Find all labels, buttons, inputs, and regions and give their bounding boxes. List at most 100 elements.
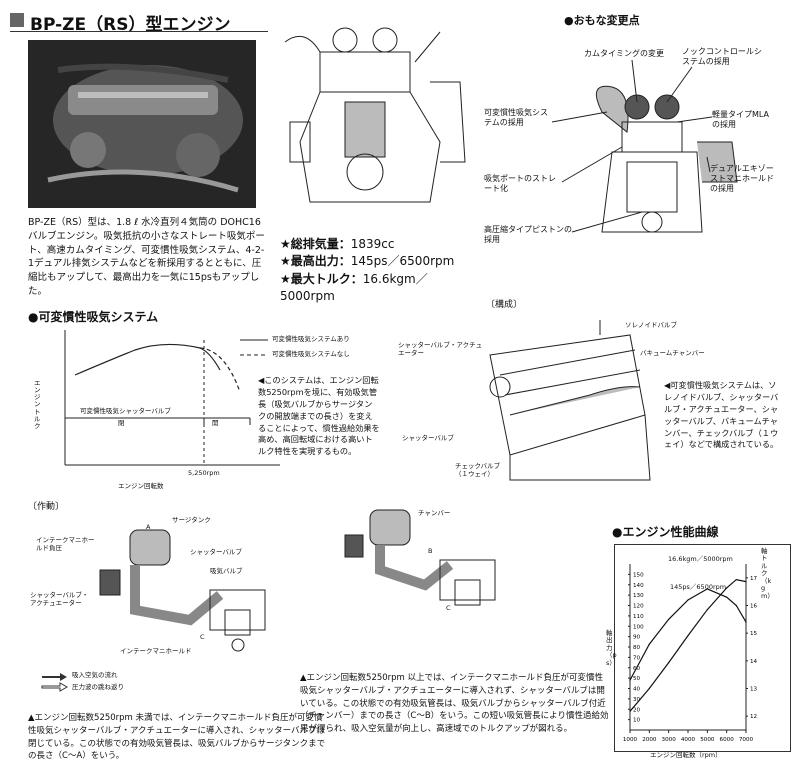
perf-power-point (735, 578, 737, 581)
op-letter-c2: C (446, 604, 451, 612)
perf-y-tick-label: 120 (633, 604, 644, 610)
perf-power-point (648, 687, 650, 690)
config-label-solenoid: ソレノイドバルブ (625, 321, 677, 329)
perf-power-point (706, 609, 708, 611)
vis-torque-chart (64, 330, 280, 466)
perf-torque-point (648, 643, 650, 645)
vis-title: ●可変慣性吸気システム (28, 310, 159, 324)
operation-caption-closed: ▲エンジン回転数5250rpm 未満では、インテークマニホールド負圧が可変慣性吸… (28, 713, 326, 762)
op-label-manifold-vacuum: インテークマニホールド負圧 (36, 536, 95, 552)
spec-max-power: ★最高出力：145ps／6500rpm (280, 254, 455, 269)
op-label-intake-manifold: インテークマニホールド (120, 647, 192, 655)
vis-valve-label: 可変慣性吸気シャッターバルブ (80, 407, 171, 415)
op-letter-b: B (428, 547, 433, 555)
perf-y-tick-label: 100 (633, 624, 644, 630)
config-label-vacuum-chamber: バキュームチャンバー (640, 349, 705, 357)
changes-diagram (595, 85, 738, 233)
vis-state-closed: 閉 (118, 419, 125, 427)
perf-x-tick-label: 6000 (720, 737, 735, 743)
perf-left-axis-label: 軸出力（ps） (606, 629, 617, 667)
perf-torque-point (726, 596, 728, 598)
perf-torque-point (735, 604, 737, 607)
perf-y2-tick-label: 13 (750, 687, 758, 693)
perf-x-tick-label: 2000 (642, 737, 657, 743)
perf-x-tick-label: 1000 (623, 737, 638, 743)
config-description: ◀可変慣性吸気システムは、ソレノイドバルブ、シャッターバルブ・アクチュエーター、… (664, 380, 779, 450)
vis-xlabel: エンジン回転数 (118, 482, 164, 490)
change-label-dual-exhaust: デュアルエキゾーストマニホールドの採用 (710, 164, 774, 193)
vis-legend-lines (240, 339, 268, 356)
change-label-knock-control: ノックコントロールシステムの採用 (682, 47, 762, 66)
perf-chart-box (614, 544, 791, 752)
config-diagram (489, 320, 651, 481)
engine-photo (28, 40, 256, 208)
vis-state-open: 開 (212, 419, 219, 427)
perf-y2-tick-label: 12 (750, 714, 757, 720)
operation-diagram-closed (99, 529, 266, 652)
perf-power-point (668, 661, 670, 664)
perf-y-tick-label: 10 (633, 718, 641, 724)
perf-x-tick-label: 3000 (662, 737, 677, 743)
engine-photo-illustration (28, 40, 256, 208)
perf-power-point (726, 587, 728, 589)
header: BP-ZE（RS）型エンジン (10, 10, 268, 35)
perf-torque-annot: 16.6kgm／5000rpm (668, 555, 733, 563)
perf-y-tick-label: 140 (633, 583, 644, 589)
perf-y-tick-label: 130 (633, 593, 644, 599)
op-label-intake-valve: 吸気バルブ (210, 567, 243, 575)
flow-legend-arrows (41, 673, 69, 692)
changes-title: ●おもな変更点 (564, 14, 640, 27)
title-rule (10, 31, 268, 32)
changes-leader-lines (551, 59, 713, 233)
perf-y2-tick-label: 17 (750, 576, 758, 582)
change-label-cam-timing: カムタイミングの変更 (584, 49, 664, 58)
change-label-variable-inertia: 可変慣性吸気システムの採用 (484, 108, 548, 127)
spec-max-torque: ★最大トルク：16.6kgm／5000rpm (280, 271, 428, 304)
engine-cutaway-drawing (284, 27, 466, 203)
perf-y2-tick-label: 15 (750, 631, 758, 637)
vis-legend-off: 可変慣性吸気システムなし (272, 350, 350, 358)
specs: ★総排気量：1839cc ★最高出力：145ps／6500rpm ★最大トルク：… (280, 236, 480, 303)
change-label-high-compression-piston: 高圧縮タイプピストンの採用 (484, 225, 572, 244)
perf-power-point (629, 710, 631, 712)
op-letter-c1: C (200, 633, 205, 641)
perf-y-tick-label: 90 (633, 635, 641, 641)
op-letter-a: A (146, 523, 151, 531)
changes-section: ●おもな変更点 カムタイミングの変更 ノックコントロールシステムの採用 可変慣性… (482, 12, 782, 262)
config-label-check-valve: チェックバルブ（１ウェイ） (455, 462, 501, 478)
perf-x-tick-label: 4000 (681, 737, 696, 743)
perf-torque-point (687, 599, 689, 601)
op-label-shutter-valve: シャッターバルブ (190, 548, 242, 556)
perf-torque-point (668, 618, 670, 620)
perf-power-point (687, 634, 689, 637)
perf-y-tick-label: 70 (633, 655, 641, 661)
perf-power-point (745, 581, 747, 583)
op-label-surge-tank: サージタンク (172, 516, 211, 524)
perf-torque-point (745, 621, 747, 623)
title-square-icon (10, 13, 24, 27)
operation-diagram-open (344, 509, 496, 606)
page-title: BP-ZE（RS）型エンジン (30, 15, 231, 35)
change-label-mla: 軽量タイプMLAの採用 (712, 110, 770, 129)
perf-title: ●エンジン性能曲線 (612, 525, 719, 539)
perf-y-tick-label: 30 (633, 697, 641, 703)
perf-torque-point (706, 588, 708, 590)
vis-rpm-label: 5,250rpm (188, 469, 220, 477)
flow-legend-pressure: 圧力波の跳ね返り (72, 683, 124, 691)
vis-description: ◀このシステムは、エンジン回転数5250rpmを境に、有効吸気管長（吸気バルブか… (258, 375, 380, 457)
perf-y2-tick-label: 16 (750, 604, 758, 610)
perf-y-tick-label: 150 (633, 572, 644, 578)
config-label-shutter-valve: シャッターバルブ (402, 434, 454, 442)
operation-title: 〔作動〕 (28, 502, 65, 512)
perf-right-axis-label: 軸トルク（kgm） (761, 547, 774, 600)
perf-torque-point (629, 679, 631, 681)
perf-power-line (629, 578, 747, 712)
intro-text: BP-ZE（RS）型は、1.8 ℓ 水冷直列４気筒の DOHC16バルブエンジン… (28, 217, 265, 297)
op-label-actuator: シャッターバルブ・アクチュエーター (30, 591, 89, 607)
perf-torque-line (629, 588, 747, 681)
vis-legend-on: 可変慣性吸気システムあり (272, 335, 350, 343)
perf-xlabel: エンジン回転数（rpm） (650, 751, 722, 759)
operation-caption-open: ▲エンジン回転数5250rpm 以上では、インテークマニホールド負圧が可変慣性吸… (300, 673, 609, 734)
perf-y-tick-label: 110 (633, 614, 644, 620)
